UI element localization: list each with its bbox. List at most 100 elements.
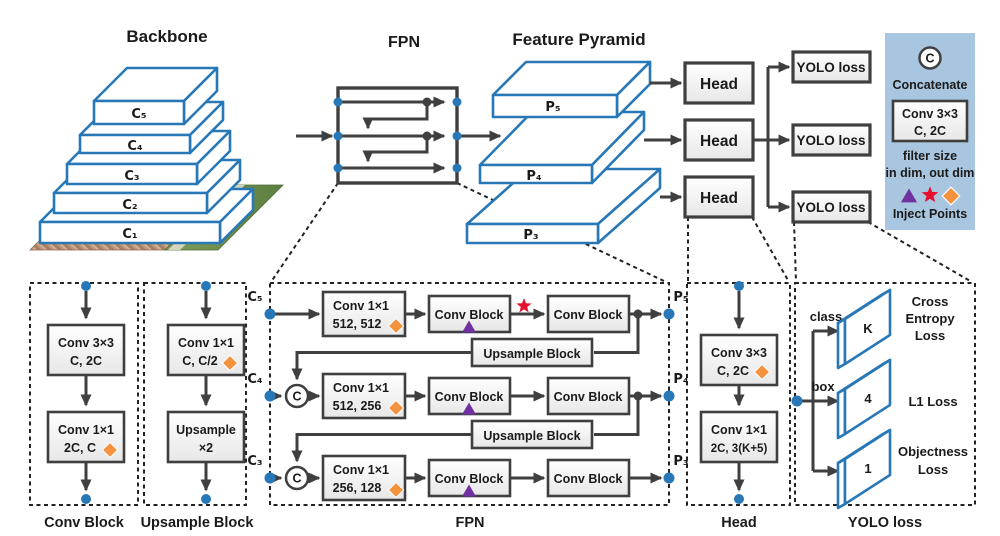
pyramid-layer-p5: P₅ <box>491 60 652 119</box>
feature-pyramid-title: Feature Pyramid <box>512 30 645 49</box>
fpn-conv-line1: Conv 1×1 <box>333 463 389 477</box>
head-box2-line1: Conv 1×1 <box>711 423 767 437</box>
yolo-loss-box-label: YOLO loss <box>796 60 865 75</box>
head-box1-line1: Conv 3×3 <box>711 346 767 360</box>
loss-slab-1: 1 <box>836 428 892 510</box>
head-box-label: Head <box>700 190 738 207</box>
branch-class-label: class <box>810 309 843 324</box>
upsample-box2-line1: Upsample <box>176 423 236 437</box>
yolo-detail-title: YOLO loss <box>848 515 922 531</box>
loss-label: Cross <box>912 294 949 309</box>
backbone-layer-label: C₃ <box>124 169 139 184</box>
fpn-conv-line1: Conv 1×1 <box>333 299 389 313</box>
head-box-label: Head <box>700 133 738 150</box>
filter-note-line1: filter size <box>903 149 957 163</box>
pyramid-layer-label: P₅ <box>545 100 560 115</box>
head-box1-line2: C, 2C <box>717 364 749 378</box>
head-box2-line2: 2C, 3(K+5) <box>711 443 768 455</box>
upsample-box2-line2: ×2 <box>199 441 213 455</box>
loss-slab-4: 4 <box>836 358 892 440</box>
inject-star-icon <box>516 298 532 313</box>
fpn-detail: FPN C₅ Conv 1×1 512, 512 Conv Block Conv… <box>247 282 689 531</box>
fpn-conv-block-label: Conv Block <box>435 472 504 486</box>
slab-value: K <box>863 321 873 336</box>
fpn-conv-block-label: Conv Block <box>554 472 623 486</box>
branch-box-label: box <box>811 379 835 394</box>
feature-pyramid: Feature Pyramid P₃ P₄ P₅ <box>465 30 683 245</box>
concatenate-label: Concatenate <box>892 78 967 92</box>
filter-note-line2: in dim, out dim <box>886 166 975 180</box>
upsample-block-detail: Conv 1×1 C, C/2 Upsample ×2 Upsample Blo… <box>141 281 255 531</box>
loss-slab-k: K <box>836 288 892 370</box>
loss-label: Entropy <box>905 311 955 326</box>
fpn-output-label: P₅ <box>673 290 688 305</box>
fpn-input-label: C₄ <box>247 372 263 387</box>
fpn-conv-line2: 512, 512 <box>333 317 382 331</box>
fpn-detail-upsample-1: Upsample Block <box>291 314 640 381</box>
pyramid-layer-p4: P₄ <box>478 110 646 185</box>
legend-conv-line1: Conv 3×3 <box>902 107 958 121</box>
fpn-detail-row-p5: C₅ Conv 1×1 512, 512 Conv Block Conv Blo… <box>247 290 689 338</box>
pyramid-layer-p3: P₃ <box>465 167 662 245</box>
inject-points-label: Inject Points <box>893 207 967 221</box>
concatenate-symbol: C <box>292 472 301 486</box>
concatenate-symbol: C <box>925 52 934 66</box>
slab-value: 1 <box>864 461 871 476</box>
fpn-detail-title: FPN <box>456 515 485 531</box>
head-detail: Conv 3×3 C, 2C Conv 1×1 2C, 3(K+5) Head <box>686 281 791 531</box>
conv-block-detail: Conv 3×3 C, 2C Conv 1×1 2C, C Conv Block <box>29 281 139 531</box>
fpn-conv-block-label: Conv Block <box>435 390 504 404</box>
fpn-conv-block-label: Conv Block <box>554 308 623 322</box>
yolo-loss-box-label: YOLO loss <box>796 200 865 215</box>
heads: Head Head Head <box>683 61 755 219</box>
fpn-conv-line2: 256, 128 <box>333 481 382 495</box>
pyramid-layer-label: P₃ <box>523 228 538 243</box>
conv-block-title: Conv Block <box>44 515 125 531</box>
conv-block-box1-line2: C, 2C <box>70 354 102 368</box>
backbone: Backbone C₁ C₂ C₃ C₄ <box>29 27 334 251</box>
fpn-detail-row-p3: C₃ C Conv 1×1 256, 128 Conv Block Conv B… <box>247 454 689 502</box>
fpn-conv-line1: Conv 1×1 <box>333 381 389 395</box>
fpn-upsample-label: Upsample Block <box>483 429 580 443</box>
backbone-layer-label: C₅ <box>131 107 146 122</box>
fpn-output-label: P₃ <box>673 454 688 469</box>
yolo-loss-box-label: YOLO loss <box>796 133 865 148</box>
loss-label: L1 Loss <box>908 394 957 409</box>
upsample-block-title: Upsample Block <box>141 515 255 531</box>
upsample-box1-line2: C, C/2 <box>182 354 217 368</box>
loss-label: Loss <box>915 328 945 343</box>
head-box-label: Head <box>700 76 738 93</box>
legend: C Concatenate Conv 3×3 C, 2C filter size… <box>885 33 975 230</box>
concatenate-symbol: C <box>292 390 301 404</box>
fpn-upsample-label: Upsample Block <box>483 347 580 361</box>
conv-block-box2-line1: Conv 1×1 <box>58 423 114 437</box>
head-detail-title: Head <box>721 515 756 531</box>
loss-label: Objectness <box>898 444 968 459</box>
fpn-conv-block-label: Conv Block <box>435 308 504 322</box>
legend-conv-box <box>891 99 969 143</box>
legend-conv-line2: C, 2C <box>914 124 946 138</box>
yolo-loss-detail: class box K Cross Entropy Loss 4 L1 Loss… <box>791 282 976 531</box>
backbone-layer-c5: C₅ <box>92 66 219 126</box>
conv-block-box2-line2: 2C, C <box>64 441 96 455</box>
backbone-layer-label: C₂ <box>122 198 137 213</box>
pyramid-layer-label: P₄ <box>526 169 542 184</box>
yolo-loss-boxes: YOLO loss YOLO loss YOLO loss <box>753 50 872 224</box>
concatenate-icon <box>918 46 942 70</box>
loss-label: Loss <box>918 462 948 477</box>
conv-block-box1-line1: Conv 3×3 <box>58 336 114 350</box>
backbone-layer-label: C₄ <box>127 139 143 154</box>
fpn-conv-block-label: Conv Block <box>554 390 623 404</box>
slab-value: 4 <box>864 391 872 406</box>
fpn-output-label: P₄ <box>673 372 689 387</box>
fpn-input-label: C₃ <box>247 454 262 469</box>
upsample-box1-line1: Conv 1×1 <box>178 336 234 350</box>
fpn-title: FPN <box>388 34 420 51</box>
fpn-conv-line2: 512, 256 <box>333 399 382 413</box>
backbone-layer-label: C₁ <box>122 227 137 242</box>
fpn-overview: FPN <box>333 34 502 185</box>
fpn-detail-upsample-2: Upsample Block <box>291 396 640 463</box>
backbone-title: Backbone <box>126 27 207 46</box>
fpn-detail-row-p4: C₄ C Conv 1×1 512, 256 Conv Block Conv B… <box>247 372 689 420</box>
